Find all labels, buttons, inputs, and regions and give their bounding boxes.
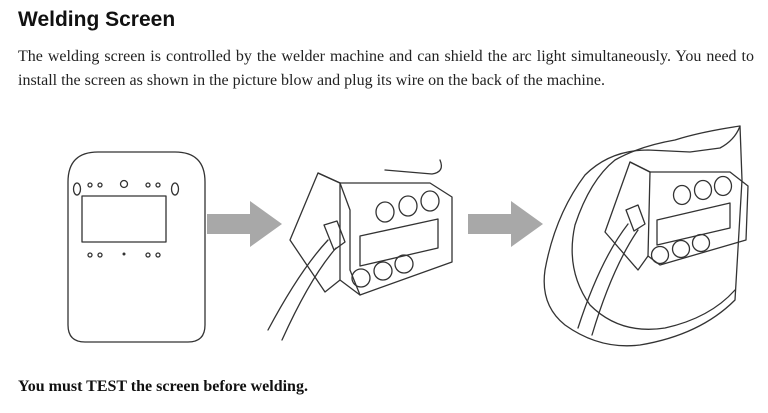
installed-screen-drawing xyxy=(543,125,749,347)
installation-illustration xyxy=(67,125,749,347)
page-title: Welding Screen xyxy=(18,8,176,31)
welding-mask-front-drawing xyxy=(67,151,206,343)
instruction-paragraph: The welding screen is controlled by the … xyxy=(18,48,754,89)
arrow-right-icon xyxy=(207,201,282,247)
screen-module-drawing xyxy=(267,159,453,341)
test-warning-note: You must TEST the screen before welding. xyxy=(18,378,308,395)
arrow-right-icon xyxy=(468,201,543,247)
